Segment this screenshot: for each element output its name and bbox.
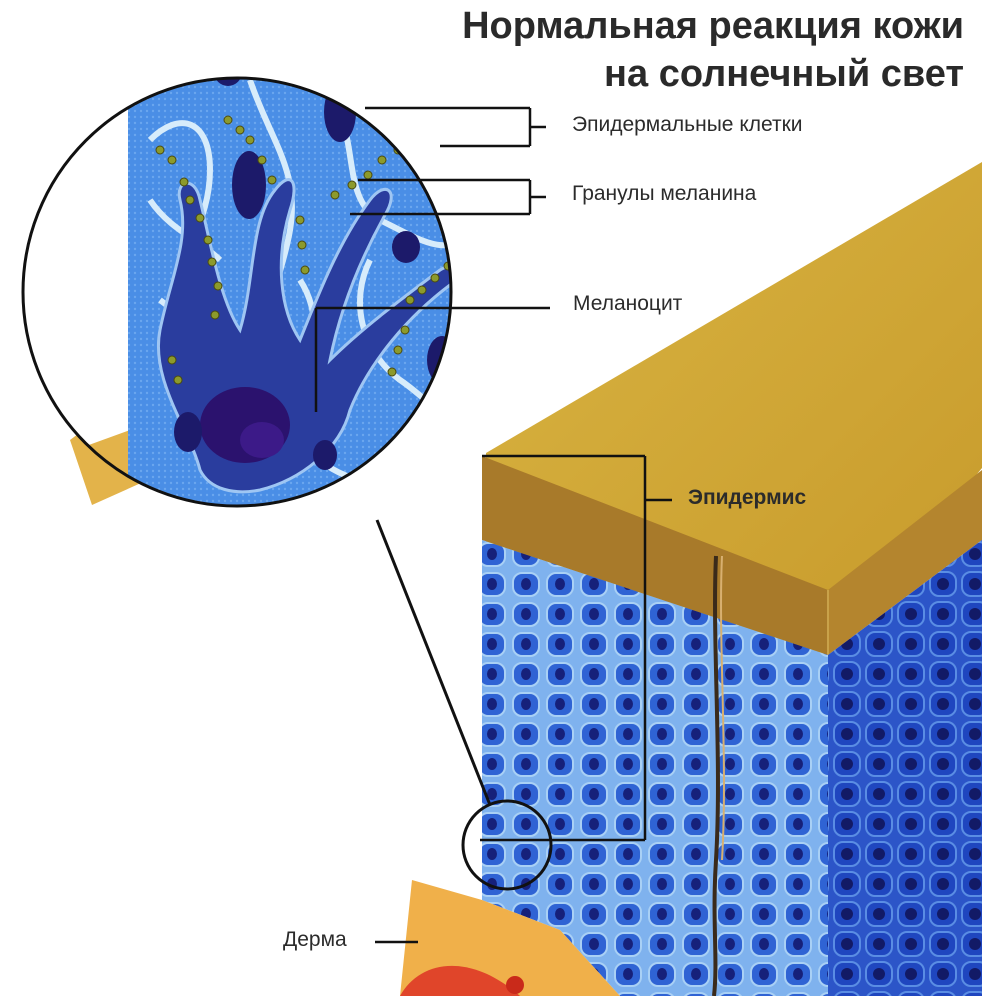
epidermis-front-face xyxy=(482,540,828,996)
zoom-circle xyxy=(21,76,453,508)
label-melanin-granules: Гранулы меланина xyxy=(572,182,757,205)
hair-shaft xyxy=(712,555,720,997)
label-epidermis: Эпидермис xyxy=(688,486,807,509)
magnifier-circle xyxy=(461,799,553,891)
label-dermis: Дерма xyxy=(283,928,347,951)
stratum-corneum-side xyxy=(828,470,982,655)
stratum-corneum-front xyxy=(482,456,828,655)
leader-lines xyxy=(314,106,672,944)
title-line-2: на солнечный свет xyxy=(604,53,964,95)
label-melanocyte: Меланоцит xyxy=(573,292,683,315)
melanin-granules xyxy=(155,78,451,385)
label-epidermal-cells: Эпидермальные клетки xyxy=(572,113,803,136)
diagram-title: Нормальная реакция кожи на солнечный све… xyxy=(462,2,964,98)
title-line-1: Нормальная реакция кожи xyxy=(462,5,964,47)
zoom-content xyxy=(23,78,451,506)
magnifier-connector xyxy=(375,519,492,806)
epidermis-side-face xyxy=(828,540,982,996)
dermis-red-area xyxy=(400,965,520,996)
